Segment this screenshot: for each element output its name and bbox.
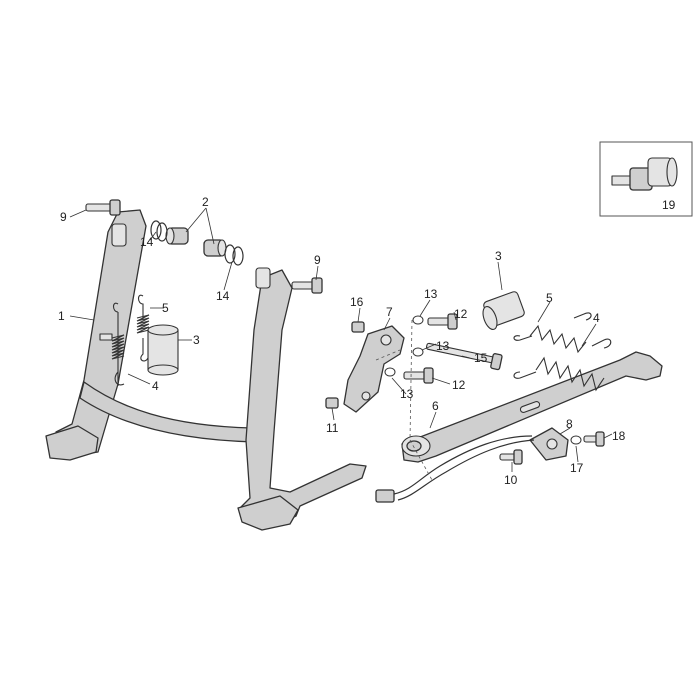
callout-17: 17 xyxy=(570,461,584,475)
callout-2: 2 xyxy=(202,195,209,209)
inset-part-19 xyxy=(599,141,693,217)
callout-1: 1 xyxy=(58,309,65,323)
callout-3: 3 xyxy=(495,249,502,263)
callout-13: 13 xyxy=(436,339,450,353)
callout-8: 8 xyxy=(566,417,573,431)
callout-12: 12 xyxy=(454,307,468,321)
assembly-guides xyxy=(375,319,433,481)
callout-5: 5 xyxy=(162,301,169,315)
callout-14: 14 xyxy=(140,235,154,249)
pivot-bolts xyxy=(85,199,323,294)
callout-19: 19 xyxy=(662,198,676,212)
callout-6: 6 xyxy=(432,399,439,413)
side-stand-fasteners xyxy=(325,313,605,465)
callout-9: 9 xyxy=(60,210,67,224)
callout-7: 7 xyxy=(386,305,393,319)
callout-3: 3 xyxy=(193,333,200,347)
center-stand-springs xyxy=(111,294,150,386)
callout-4: 4 xyxy=(593,311,600,325)
callout-13: 13 xyxy=(424,287,438,301)
leader-lines xyxy=(69,207,613,472)
center-stand-drawing xyxy=(45,209,367,531)
spacer-tube-left xyxy=(147,324,179,376)
callout-15: 15 xyxy=(474,351,488,365)
callout-9: 9 xyxy=(314,253,321,267)
callout-4: 4 xyxy=(152,379,159,393)
side-stand-springs xyxy=(482,291,612,392)
adapter-bolt-drawing xyxy=(611,157,678,191)
callout-5: 5 xyxy=(546,291,553,305)
callout-11: 11 xyxy=(326,421,339,435)
side-stand-drawing xyxy=(343,325,663,503)
callout-13: 13 xyxy=(400,387,414,401)
callout-labels: 1 2 3 3 4 4 5 5 6 7 8 9 9 10 11 12 12 13… xyxy=(58,195,676,487)
callout-14: 14 xyxy=(216,289,230,303)
callout-18: 18 xyxy=(612,429,626,443)
bushings-and-orings xyxy=(150,220,244,266)
callout-16: 16 xyxy=(350,295,364,309)
callout-12: 12 xyxy=(452,378,466,392)
callout-10: 10 xyxy=(504,473,518,487)
